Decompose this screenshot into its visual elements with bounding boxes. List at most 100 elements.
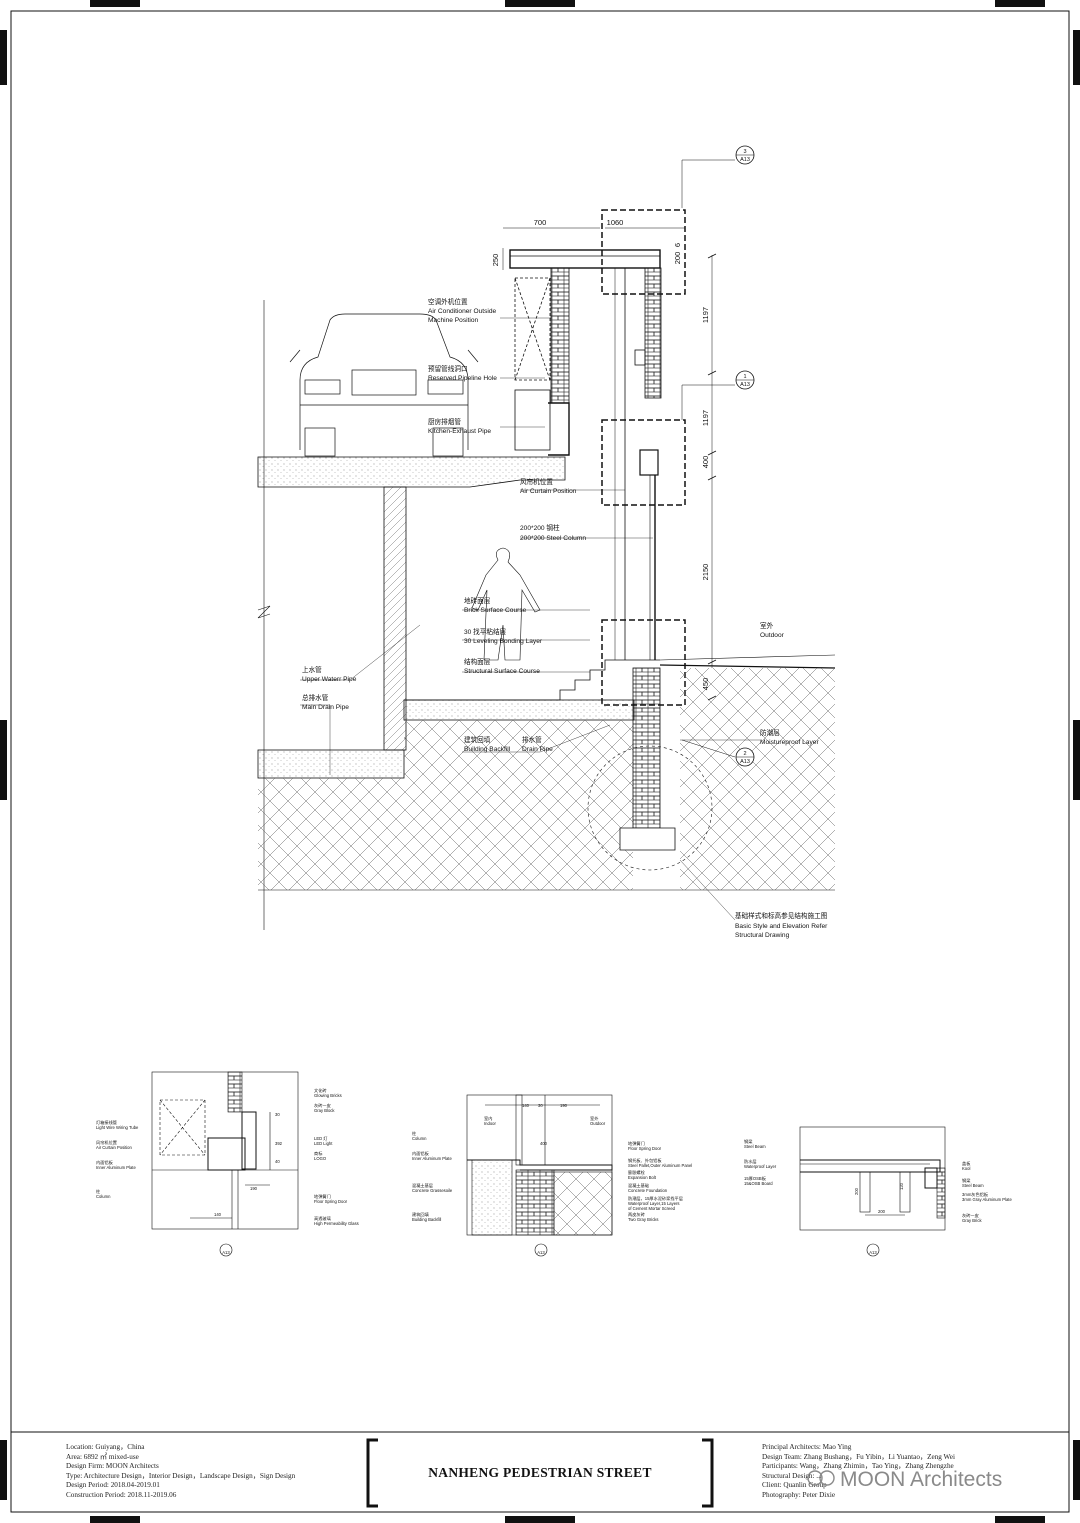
svg-text:室内: 室内 bbox=[484, 1115, 492, 1122]
svg-text:140: 140 bbox=[214, 1212, 222, 1217]
svg-text:预留管线洞口: 预留管线洞口 bbox=[428, 364, 468, 373]
svg-text:2: 2 bbox=[743, 751, 746, 757]
svg-text:室外: 室外 bbox=[590, 1115, 599, 1122]
svg-text:Floor Spring Door: Floor Spring Door bbox=[628, 1146, 662, 1151]
project-title: NANHENG PEDESTRIAN STREET bbox=[428, 1465, 652, 1480]
svg-text:Participants: Wang，Zhang Zhimi: Participants: Wang，Zhang Zhimin，Tao Ying… bbox=[762, 1462, 954, 1470]
svg-text:Outdoor: Outdoor bbox=[760, 632, 785, 639]
svg-text:1197: 1197 bbox=[701, 307, 710, 323]
svg-text:Steel Beam: Steel Beam bbox=[744, 1144, 766, 1149]
svg-text:Floor Spring Door: Floor Spring Door bbox=[314, 1199, 348, 1204]
svg-text:140: 140 bbox=[522, 1103, 530, 1108]
svg-text:of Cement Mortar Screed: of Cement Mortar Screed bbox=[628, 1206, 676, 1211]
svg-text:Building Backfill: Building Backfill bbox=[464, 746, 511, 753]
svg-text:Inner Aluminum Plate: Inner Aluminum Plate bbox=[96, 1165, 136, 1170]
svg-text:A13: A13 bbox=[740, 382, 750, 388]
svg-text:A13: A13 bbox=[537, 1250, 545, 1255]
svg-text:Light Wire Wiring Tube: Light Wire Wiring Tube bbox=[96, 1125, 139, 1130]
svg-text:排水管: 排水管 bbox=[522, 735, 542, 744]
svg-text:Principal Architects: Mao Ying: Principal Architects: Mao Ying bbox=[762, 1443, 852, 1451]
svg-text:Air Curtain Position: Air Curtain Position bbox=[96, 1145, 133, 1150]
svg-text:2150: 2150 bbox=[701, 564, 710, 581]
svg-text:Design Team: Zhang Bushang，Fu: Design Team: Zhang Bushang，Fu Yibin，Li Y… bbox=[762, 1453, 955, 1461]
svg-text:Machine Position: Machine Position bbox=[428, 317, 479, 324]
svg-text:Outdoor: Outdoor bbox=[590, 1121, 606, 1126]
svg-text:200*200 钢柱: 200*200 钢柱 bbox=[520, 523, 560, 532]
svg-text:Steel Pallet,Outer Aluminum Pa: Steel Pallet,Outer Aluminum Panel bbox=[628, 1163, 692, 1168]
svg-text:厨房排烟管: 厨房排烟管 bbox=[428, 417, 461, 426]
svg-text:Kitchen-Exhaust Pipe: Kitchen-Exhaust Pipe bbox=[428, 428, 491, 435]
svg-text:基础样式和标高参见结构施工图: 基础样式和标高参见结构施工图 bbox=[735, 911, 828, 920]
svg-text:膨胀螺栓: 膨胀螺栓 bbox=[628, 1169, 646, 1176]
svg-text:Air Curtain Position: Air Curtain Position bbox=[520, 488, 577, 495]
svg-text:400: 400 bbox=[540, 1141, 548, 1146]
svg-text:A13: A13 bbox=[740, 759, 750, 765]
svg-text:6: 6 bbox=[673, 243, 682, 247]
svg-text:Photography: Peter Dixie: Photography: Peter Dixie bbox=[762, 1491, 835, 1499]
svg-text:内面铝板: 内面铝板 bbox=[412, 1150, 430, 1157]
watermark-logo: MOON Architects bbox=[807, 1468, 1002, 1491]
svg-text:LOGO: LOGO bbox=[314, 1156, 327, 1161]
svg-text:Waterproof Layer,15 Layers: Waterproof Layer,15 Layers bbox=[628, 1201, 680, 1206]
detail-callout-boxes bbox=[601, 209, 686, 706]
svg-text:200: 200 bbox=[878, 1209, 886, 1214]
svg-text:400: 400 bbox=[701, 456, 710, 469]
svg-text:Column: Column bbox=[412, 1136, 427, 1141]
svg-text:Area: 6892 ㎡ mixed-use: Area: 6892 ㎡ mixed-use bbox=[66, 1453, 139, 1461]
svg-text:Building Backfill: Building Backfill bbox=[412, 1217, 441, 1222]
svg-text:灰砖一皮: 灰砖一皮 bbox=[962, 1212, 979, 1219]
svg-text:High Permeability Glass: High Permeability Glass bbox=[314, 1221, 359, 1226]
section-callout-1[interactable]: 1 A13 bbox=[735, 370, 755, 390]
svg-text:地砖面层: 地砖面层 bbox=[464, 596, 491, 605]
svg-text:1060: 1060 bbox=[607, 218, 624, 227]
svg-text:450: 450 bbox=[701, 678, 710, 691]
svg-text:Structural Drawing: Structural Drawing bbox=[735, 932, 790, 939]
svg-text:A13: A13 bbox=[869, 1250, 877, 1255]
svg-text:200*200 Steel Column: 200*200 Steel Column bbox=[520, 535, 586, 542]
svg-text:建筑回填: 建筑回填 bbox=[464, 735, 491, 744]
svg-text:防潮层，15厚水泥砂浆找平层: 防潮层，15厚水泥砂浆找平层 bbox=[628, 1195, 683, 1202]
svg-text:120: 120 bbox=[899, 1182, 904, 1190]
section-callout-2[interactable]: 2 A13 bbox=[735, 747, 755, 767]
svg-text:总排水管: 总排水管 bbox=[302, 693, 329, 702]
svg-text:盖板: 盖板 bbox=[962, 1160, 971, 1167]
svg-text:Two Gray Bricks: Two Gray Bricks bbox=[628, 1217, 658, 1222]
svg-text:结构面层: 结构面层 bbox=[464, 657, 491, 666]
svg-text:200: 200 bbox=[673, 252, 682, 265]
section-callout-3[interactable]: 3 A13 bbox=[735, 145, 755, 165]
svg-text:Location: Guiyang，China: Location: Guiyang，China bbox=[66, 1443, 145, 1451]
svg-text:30 Leveling Bonding Layer: 30 Leveling Bonding Layer bbox=[464, 638, 543, 645]
svg-text:Structural Design: ...: Structural Design: ... bbox=[762, 1472, 822, 1480]
svg-text:3mm Gray Aluminum Plate: 3mm Gray Aluminum Plate bbox=[962, 1197, 1012, 1202]
svg-text:15厚OSB板: 15厚OSB板 bbox=[744, 1175, 767, 1182]
svg-text:LED 灯: LED 灯 bbox=[314, 1135, 328, 1142]
svg-text:混凝土基础: 混凝土基础 bbox=[628, 1182, 649, 1189]
svg-text:250: 250 bbox=[491, 254, 500, 267]
svg-text:柱: 柱 bbox=[96, 1188, 101, 1195]
svg-text:Concrete Grassesoile: Concrete Grassesoile bbox=[412, 1188, 453, 1193]
svg-text:上水管: 上水管 bbox=[302, 665, 322, 674]
svg-text:Drain Pipe: Drain Pipe bbox=[522, 746, 553, 753]
svg-text:防潮层: 防潮层 bbox=[760, 728, 780, 737]
svg-text:防水层: 防水层 bbox=[744, 1158, 757, 1165]
svg-text:A13: A13 bbox=[740, 157, 750, 163]
detail-3: 钢梁 Steel Beam 防水层 Waterproof Layer 15厚OS… bbox=[744, 1126, 1012, 1257]
svg-text:商标: 商标 bbox=[314, 1150, 322, 1157]
svg-text:A13: A13 bbox=[222, 1250, 230, 1255]
svg-text:Gray Block: Gray Block bbox=[314, 1108, 335, 1113]
svg-text:Steel Beam: Steel Beam bbox=[962, 1183, 984, 1188]
section-annotations: 空调外机位置 Air Conditioner Outside Machine P… bbox=[302, 297, 828, 939]
svg-text:Glowing Bricks: Glowing Bricks bbox=[314, 1093, 342, 1098]
svg-text:钢托板、外包铝板: 钢托板、外包铝板 bbox=[628, 1157, 662, 1164]
svg-text:建筑回填: 建筑回填 bbox=[412, 1211, 429, 1218]
svg-text:Design Period: 2018.04-2019.01: Design Period: 2018.04-2019.01 bbox=[66, 1481, 160, 1489]
svg-text:30: 30 bbox=[538, 1103, 543, 1108]
svg-text:Client: Quanlin Group: Client: Quanlin Group bbox=[762, 1481, 827, 1489]
svg-text:Inner Aluminum Plate: Inner Aluminum Plate bbox=[412, 1156, 452, 1161]
svg-text:Structural Surface Course: Structural Surface Course bbox=[464, 668, 540, 675]
svg-text:内面铝板: 内面铝板 bbox=[96, 1159, 114, 1166]
svg-text:1: 1 bbox=[743, 374, 746, 380]
svg-text:MOON Architects: MOON Architects bbox=[840, 1468, 1002, 1491]
